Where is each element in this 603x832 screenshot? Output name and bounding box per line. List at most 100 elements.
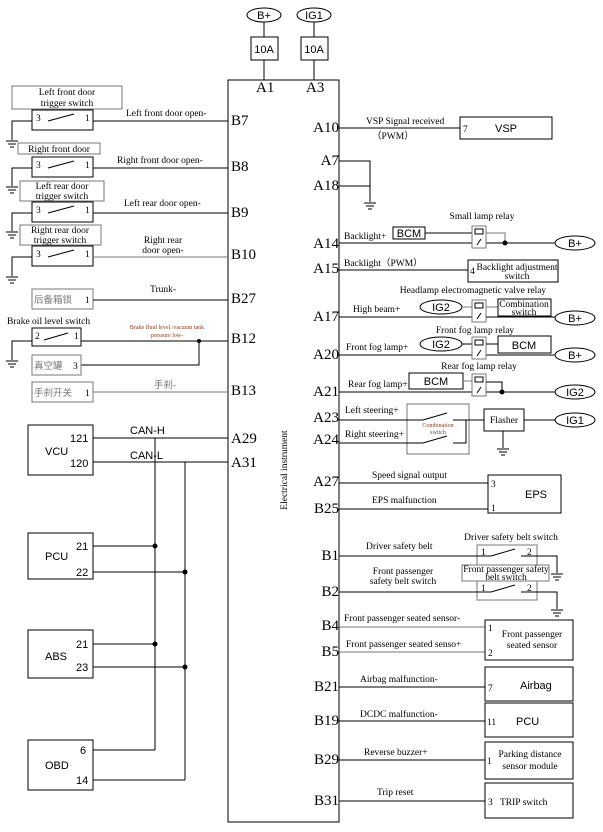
- pin-a27: A27: [313, 474, 339, 490]
- brake-signal2: pressure low-: [151, 333, 184, 339]
- ig2-label: IG2: [432, 339, 450, 351]
- obd: OBD 6 14: [27, 739, 94, 791]
- handbrake-signal: 手刹-: [154, 379, 176, 391]
- pin-1: 1: [85, 161, 90, 171]
- trip-reset: Trip reset: [377, 788, 414, 798]
- ground-a7-a18: A7 A18: [313, 153, 377, 210]
- pin-a24: A24: [313, 432, 339, 448]
- brake-switch-label: Brake oil level switch: [7, 317, 90, 327]
- trip-circuit: B31 Trip reset 3 TRIP switch: [314, 782, 574, 819]
- pin-3: 3: [73, 362, 78, 372]
- seated-sensor-plus: Front passenger seated senso+: [346, 640, 461, 650]
- abs: ABS 21 23: [27, 629, 94, 679]
- lr-signal: Left rear door open-: [124, 198, 201, 209]
- pin-a20: A20: [313, 347, 339, 363]
- vsp-signal: VSP Signal received: [366, 117, 445, 127]
- rear-fog-circuit: Rear fog lamp relay A21 Rear fog lamp+ B…: [313, 361, 596, 400]
- pin-2: 2: [35, 332, 40, 342]
- lr-switch-label2: trigger switch: [36, 192, 89, 202]
- bcm-label: BCM: [424, 376, 448, 388]
- bplus-label: B+: [257, 10, 271, 22]
- obd-label: OBD: [45, 760, 69, 772]
- seated-sensor-label: Front passenger: [502, 630, 563, 640]
- reverse-buzzer: Reverse buzzer+: [364, 748, 428, 758]
- pin-1: 1: [85, 296, 90, 306]
- driver-safety-belt: Driver safety belt: [366, 541, 433, 552]
- driver-belt-switch-label: Driver safety belt switch: [464, 532, 558, 543]
- pin-3: 3: [36, 114, 41, 124]
- vacuum-tank-label: 真空罐: [34, 360, 63, 372]
- pin-11: 11: [487, 718, 496, 728]
- pin-120: 120: [70, 458, 88, 470]
- pin-b25: B25: [314, 501, 339, 517]
- trunk-signal: Trunk-: [150, 285, 176, 295]
- front-fog-circuit: Front fog lamp relay A20 Front fog lamp+…: [313, 325, 596, 363]
- dcdc-circuit: B19 DCDC malfunction- 11 PCU: [314, 702, 574, 738]
- brake-signal: Brake fluid level /vacuum tank: [130, 324, 204, 331]
- can-bus: CAN-H CAN-L A29 A31: [93, 425, 257, 781]
- rr-signal2: door open-: [142, 246, 183, 256]
- pin-a14: A14: [313, 236, 339, 252]
- eps-circuit: A27 B25 Speed signal output EPS malfunct…: [313, 471, 562, 517]
- pin-4: 4: [470, 267, 475, 277]
- vcu: VCU 121 120: [27, 424, 94, 476]
- pin-1: 1: [481, 584, 486, 594]
- left-steering-plus: Left steering+: [345, 405, 399, 416]
- pin-3: 3: [36, 161, 41, 171]
- backlight-pwm: Backlight（PWM）: [344, 257, 423, 269]
- handbrake-label: 手刹开关: [34, 387, 73, 399]
- combination-switch-label: Combination: [499, 300, 549, 310]
- pin-a29: A29: [231, 431, 257, 447]
- backlight-adjust-label: Backlight adjustment: [476, 263, 557, 273]
- vcu-label: VCU: [45, 446, 68, 458]
- lf-signal: Left front door open-: [126, 108, 206, 119]
- pin-2: 2: [488, 649, 493, 659]
- abs-label: ABS: [45, 651, 67, 663]
- bcm-label: BCM: [512, 340, 536, 352]
- can-l-label: CAN-L: [130, 450, 163, 462]
- combination-switch-label2: switch: [430, 430, 446, 436]
- parking-sensor-circuit: B29 Reverse buzzer+ 1 Parking distance s…: [314, 741, 574, 780]
- ig1-label: IG1: [305, 10, 323, 22]
- seated-sensor-minus: Front passenger seated sensor-: [344, 614, 460, 624]
- bcm-label: BCM: [397, 228, 421, 240]
- pin-21: 21: [76, 639, 88, 651]
- pin-1: 1: [85, 114, 90, 124]
- right-front-door-switch: Right front door 3 1 Right front door op…: [5, 142, 249, 194]
- airbag-label: Airbag: [520, 680, 552, 692]
- pin-3: 3: [488, 798, 493, 808]
- passenger-belt-switch-label2: belt switch: [485, 573, 527, 583]
- pin-22: 22: [76, 567, 88, 579]
- eps-malfunction: EPS malfunction: [372, 495, 437, 506]
- pin-1: 1: [85, 389, 90, 399]
- pin-7: 7: [488, 684, 493, 694]
- lr-switch-label: Left rear door: [36, 181, 90, 192]
- pin-23: 23: [76, 662, 88, 674]
- rr-switch-label2: trigger switch: [34, 236, 87, 246]
- bplus-label: B+: [568, 350, 582, 362]
- rr-signal: Right rear: [144, 236, 183, 246]
- pin-1: 1: [85, 206, 90, 216]
- trunk-lock: 后备箱锁 1 Trunk- B27: [31, 285, 257, 310]
- fuse-a1: [250, 36, 279, 61]
- pin-2: 2: [527, 584, 532, 594]
- pin-b12: B12: [231, 331, 256, 347]
- rf-switch-label: Right front door: [28, 144, 91, 155]
- pin-b27: B27: [231, 291, 257, 307]
- pin-b1: B1: [321, 548, 339, 564]
- rear-fog-relay-label: Rear fog lamp relay: [441, 361, 517, 372]
- seated-sensor-label2: seated sensor: [507, 641, 558, 651]
- fuse-a3-label: 10A: [304, 44, 324, 56]
- parking-sensor-label: Parking distance: [498, 750, 561, 760]
- pin-14: 14: [76, 775, 88, 787]
- pin-1: 1: [85, 250, 90, 260]
- pin-b5: B5: [321, 644, 339, 660]
- pin-a7: A7: [321, 153, 340, 169]
- passenger-belt-switch-label: Front passenger safety: [463, 564, 549, 575]
- pcu-label: PCU: [516, 716, 539, 728]
- left-rear-door-switch: Left rear door trigger switch 3 1 Left r…: [5, 180, 249, 239]
- pin-a23: A23: [313, 410, 339, 426]
- pin-b19: B19: [314, 713, 339, 729]
- pin-a10: A10: [313, 120, 339, 136]
- handbrake-switch: 手刹开关 1 手刹- B13: [31, 379, 256, 403]
